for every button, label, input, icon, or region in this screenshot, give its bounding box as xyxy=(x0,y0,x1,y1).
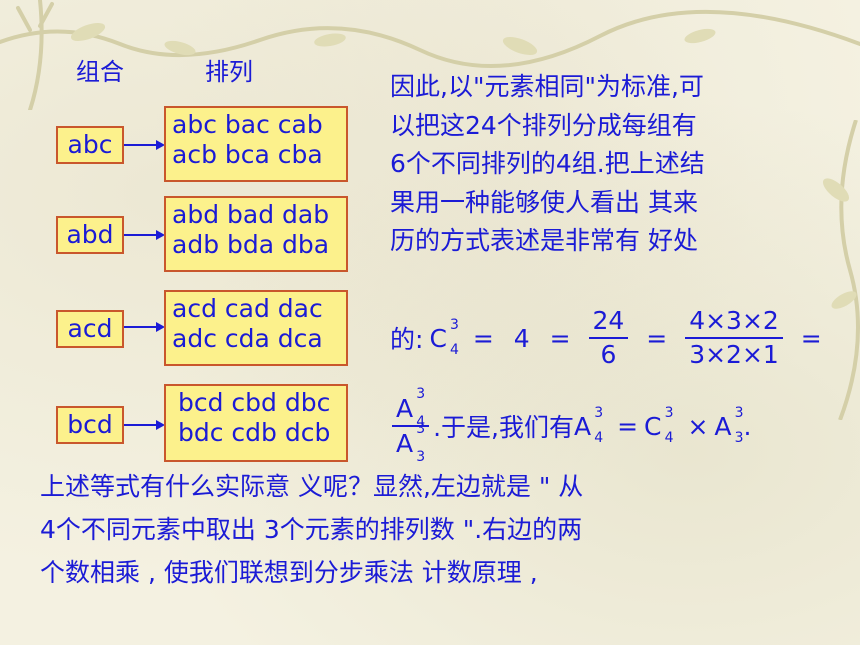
permutation-box-abd: abd bad dab adb bda dba xyxy=(164,196,348,272)
paragraph-line: 上述等式有什么实际意 义呢？显然,左边就是 " 从 xyxy=(40,472,584,501)
vine-decoration-icon xyxy=(0,0,860,110)
permutation-line: bcd cbd dbc xyxy=(178,388,331,417)
equals-sign: = xyxy=(549,323,571,353)
permutation-line: acd cad dac xyxy=(172,294,323,323)
permutation-header: 排列 xyxy=(205,58,253,86)
period: . xyxy=(743,411,752,441)
paragraph-line: 4个不同元素中取出 3个元素的排列数 ".右边的两 xyxy=(40,515,583,544)
permutation-line: abc bac cab xyxy=(172,110,323,139)
arrow-right-icon xyxy=(124,322,165,332)
permutation-box-abc: abc bac cab acb bca cba xyxy=(164,106,348,182)
permutation-line: acb bca cba xyxy=(172,140,323,169)
permutation-line: adc cda dca xyxy=(172,324,323,353)
formula-mid-text: .于是,我们有 xyxy=(433,413,575,442)
arrow-right-icon xyxy=(124,140,165,150)
paragraph-line: 因此,以"元素相同"为标准,可 xyxy=(390,72,704,101)
paragraph-line: 果用一种能够使人看出 其来 xyxy=(390,187,698,217)
combination-box-abc: abc xyxy=(56,126,124,164)
combination-box-abd: abd xyxy=(56,216,124,254)
times-sign: × xyxy=(687,411,709,441)
equals-sign: = xyxy=(472,323,494,353)
conclusion-paragraph: 上述等式有什么实际意 义呢？显然,左边就是 " 从 4个不同元素中取出 3个元素… xyxy=(40,465,840,594)
formula-lead-text: 的: xyxy=(390,325,424,354)
permutation-line: adb bda dba xyxy=(172,230,330,259)
arrow-right-icon xyxy=(124,420,165,430)
equals-sign: = xyxy=(646,323,668,353)
permutation-line: bdc cdb dcb xyxy=(178,418,331,447)
explanation-paragraph: 因此,以"元素相同"为标准,可 以把这24个排列分成每组有 6个不同排列的4组.… xyxy=(390,68,820,261)
combination-box-bcd: bcd xyxy=(56,406,124,444)
permutation-box-bcd: bcd cbd dbc bdc cdb dcb xyxy=(164,384,348,462)
paragraph-line: 个数相乘 , 使我们联想到分步乘法 计数原理 , xyxy=(40,558,538,587)
combination-header: 组合 xyxy=(76,58,124,86)
combination-box-acd: acd xyxy=(56,310,124,348)
equals-sign: = xyxy=(617,411,639,441)
equals-sign: = xyxy=(800,323,822,353)
paragraph-line: 以把这24个排列分成每组有 xyxy=(390,110,697,140)
value-four: 4 xyxy=(513,323,530,353)
paragraph-line: 历的方式表述是非常有 好处 xyxy=(390,226,698,255)
permutation-line: abd bad dab xyxy=(172,200,330,229)
leaf-decoration-icon xyxy=(822,120,860,420)
arrow-right-icon xyxy=(124,230,165,240)
permutation-box-acd: acd cad dac adc cda dca xyxy=(164,290,348,366)
paragraph-line: 6个不同排列的4组.把上述结 xyxy=(390,149,705,178)
